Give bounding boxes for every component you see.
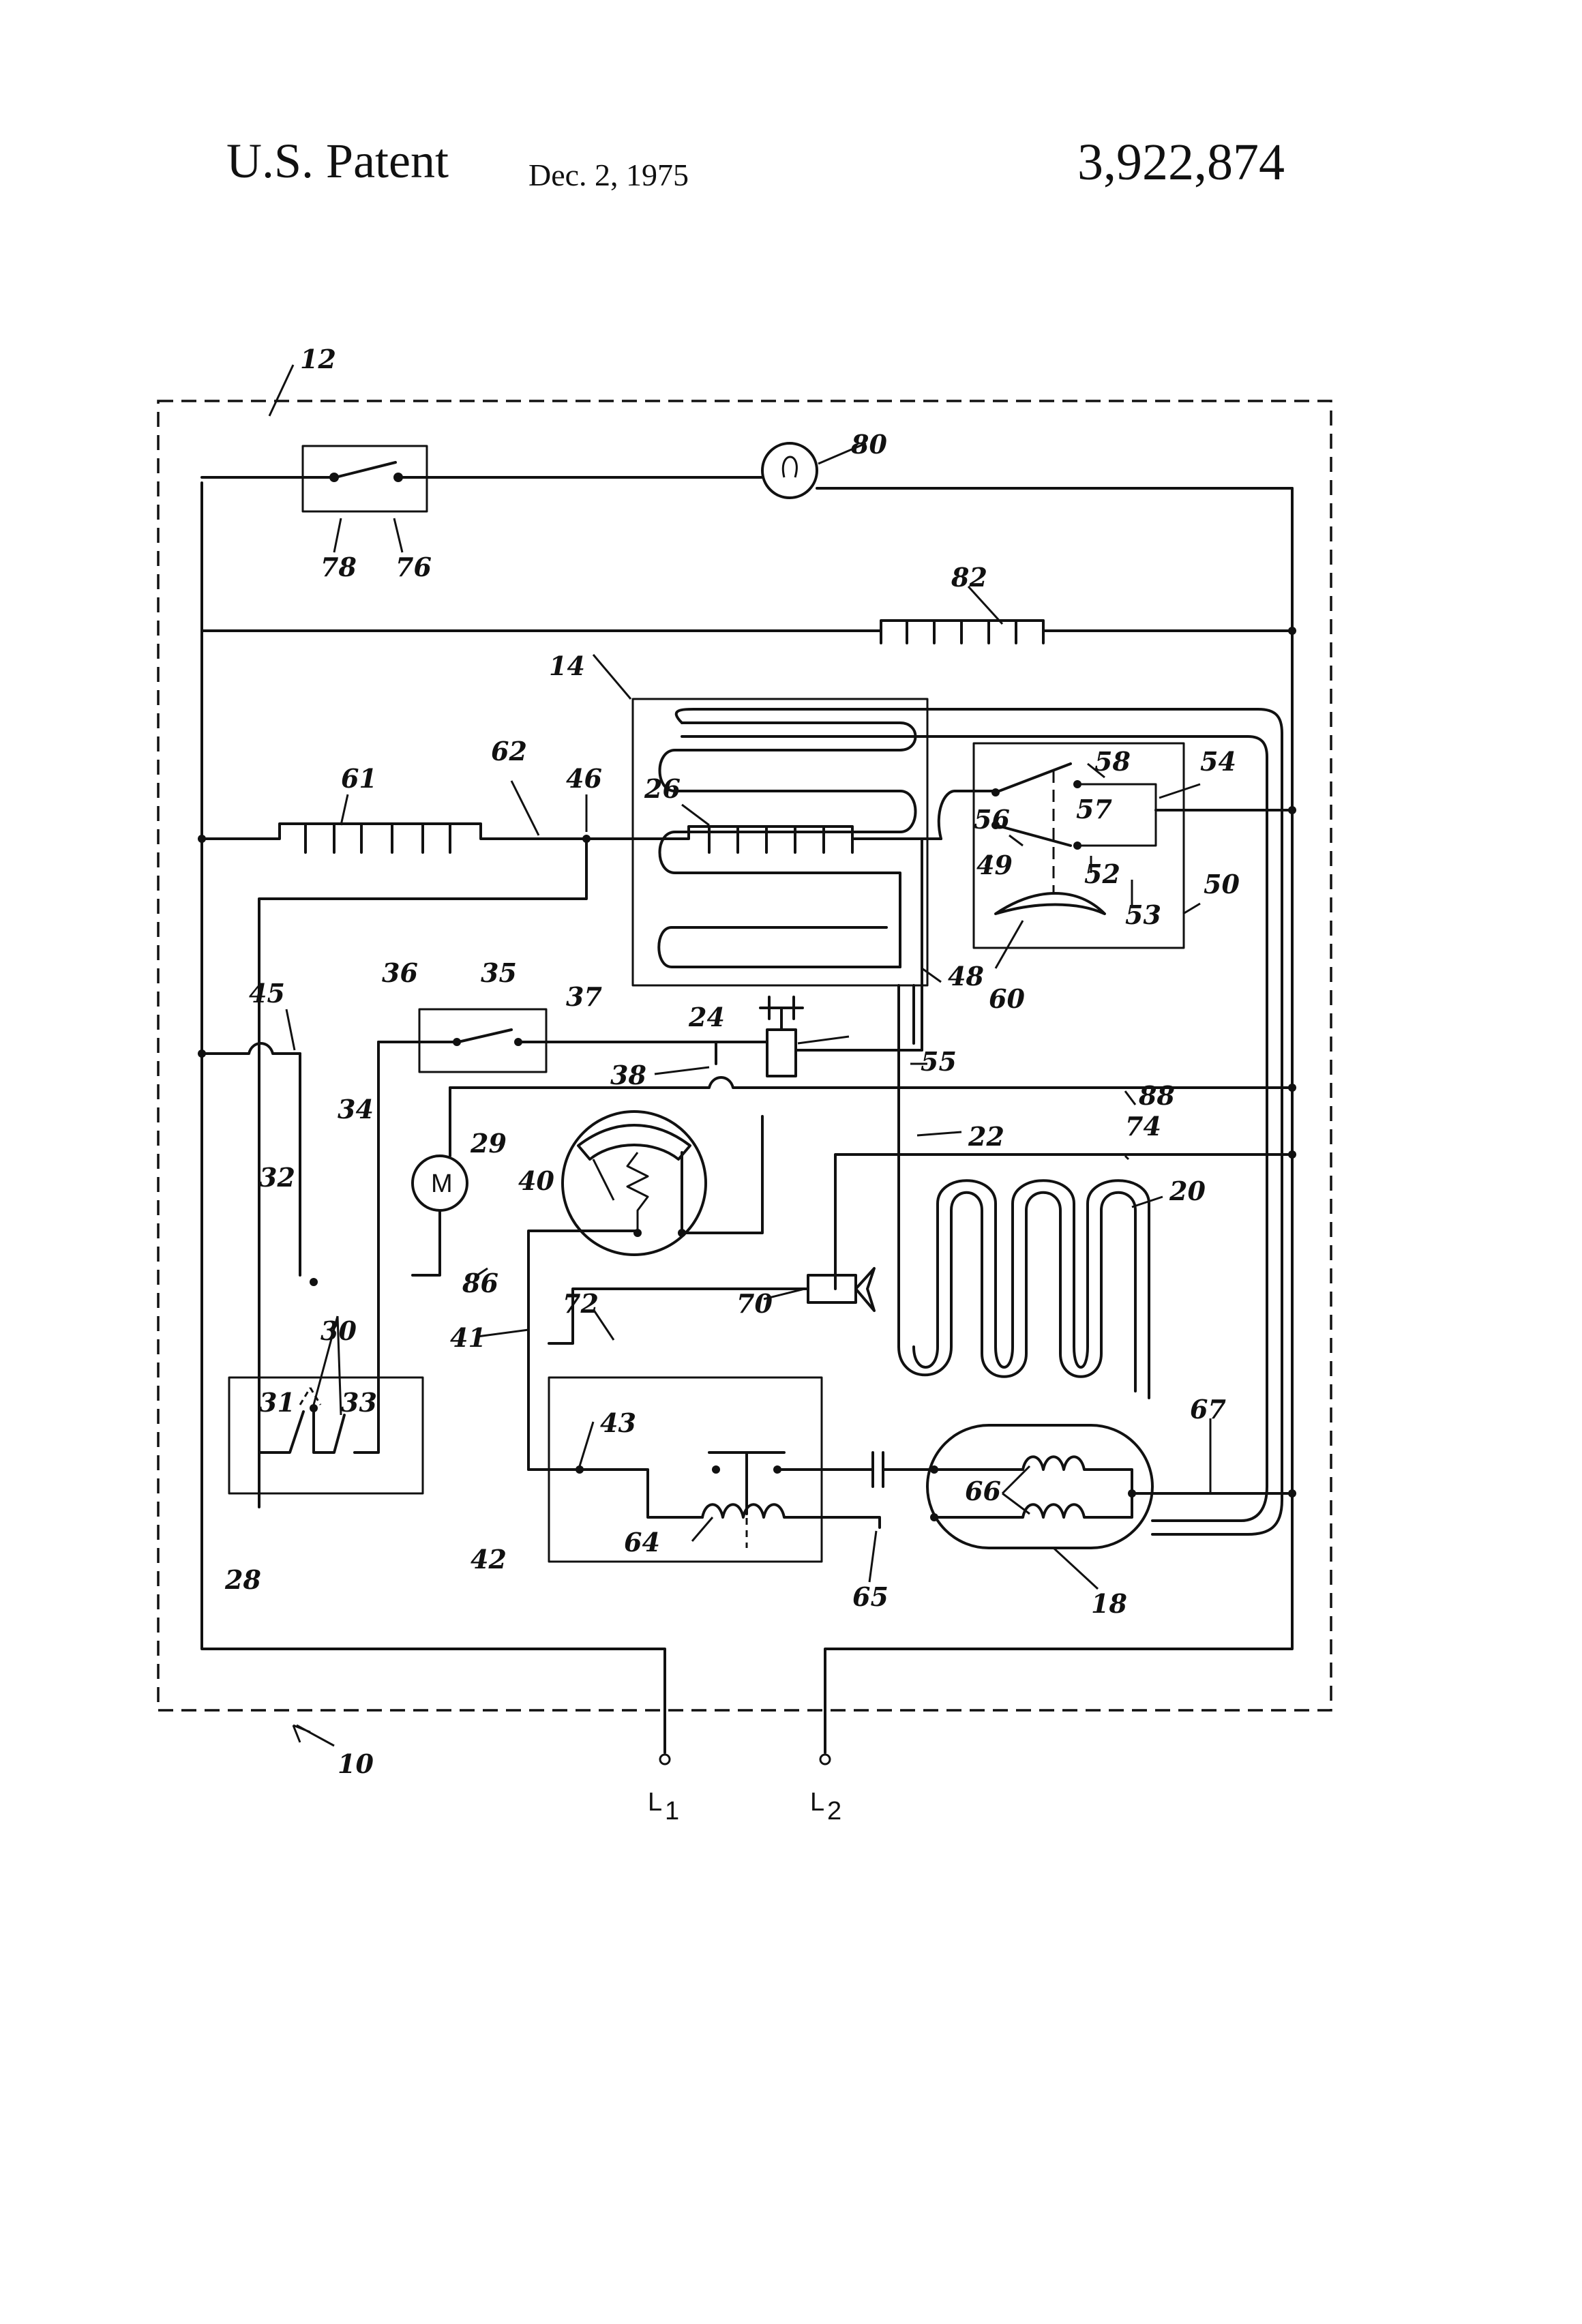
valve-24 [767,1030,796,1076]
label-70: 70 [736,1288,773,1319]
label-54: 54 [1200,746,1236,777]
label-74: 74 [1125,1111,1161,1142]
label-37: 37 [566,981,602,1012]
label-57: 57 [1076,794,1112,824]
label-58: 58 [1094,746,1131,777]
label-24: 24 [688,1002,725,1032]
label-45: 45 [249,978,285,1009]
label-53: 53 [1125,899,1161,930]
heater-61 [202,824,672,852]
label-88: 88 [1138,1080,1175,1111]
terminal-l2-dot [820,1755,830,1764]
label-60: 60 [989,983,1025,1014]
relay-coil-64 [702,1504,880,1528]
terminal-l2-label: L [810,1788,824,1817]
label-49: 49 [976,850,1013,880]
right-bus [825,488,1292,1753]
evaporator-box-14 [633,699,927,985]
label-78: 78 [320,552,357,582]
label-42: 42 [471,1544,507,1575]
label-76: 76 [395,552,432,582]
label-50: 50 [1204,869,1240,899]
label-31: 31 [259,1387,295,1418]
label-43: 43 [600,1407,636,1438]
label-56: 56 [974,804,1010,835]
label-80: 80 [850,429,887,460]
motor-symbol: M [431,1170,453,1198]
label-48: 48 [948,961,984,992]
label-52: 52 [1084,859,1120,889]
label-29: 29 [470,1128,507,1159]
label-35: 35 [481,957,517,988]
label-30: 30 [320,1315,357,1346]
terminal-l1-label: L [648,1788,662,1817]
lamp-80 [762,443,817,498]
heater-82 [202,621,1292,643]
defrost-heater-26 [672,826,941,852]
terminal-l1-subscript: 1 [665,1797,679,1826]
label-12: 12 [300,344,336,374]
label-34: 34 [338,1094,374,1124]
label-32: 32 [259,1162,295,1193]
label-72: 72 [563,1288,599,1319]
label-22: 22 [968,1121,1004,1152]
label-61: 61 [341,763,377,794]
label-14: 14 [549,651,585,681]
label-66: 66 [965,1476,1001,1506]
label-46: 46 [566,763,602,794]
label-20: 20 [1169,1176,1206,1206]
label-10: 10 [338,1748,374,1779]
label-36: 36 [382,957,418,988]
label-62: 62 [491,736,527,766]
label-26: 26 [644,773,681,804]
compressor-18 [927,1425,1152,1548]
label-86: 86 [462,1268,498,1298]
label-64: 64 [624,1527,660,1558]
label-28: 28 [224,1564,261,1595]
label-82: 82 [951,562,987,593]
terminal-l1-dot [660,1755,670,1764]
evaporator-coil [660,723,916,967]
label-40: 40 [518,1165,554,1196]
label-38: 38 [610,1060,646,1090]
bimetal-60 [996,893,1105,914]
label-33: 33 [341,1387,377,1418]
fan-motor-70 [808,1275,856,1302]
terminal-l2-subscript: 2 [827,1797,841,1826]
label-55: 55 [921,1046,957,1077]
label-67: 67 [1190,1394,1226,1425]
label-41: 41 [450,1322,486,1353]
label-65: 65 [852,1581,889,1612]
label-18: 18 [1091,1588,1127,1619]
